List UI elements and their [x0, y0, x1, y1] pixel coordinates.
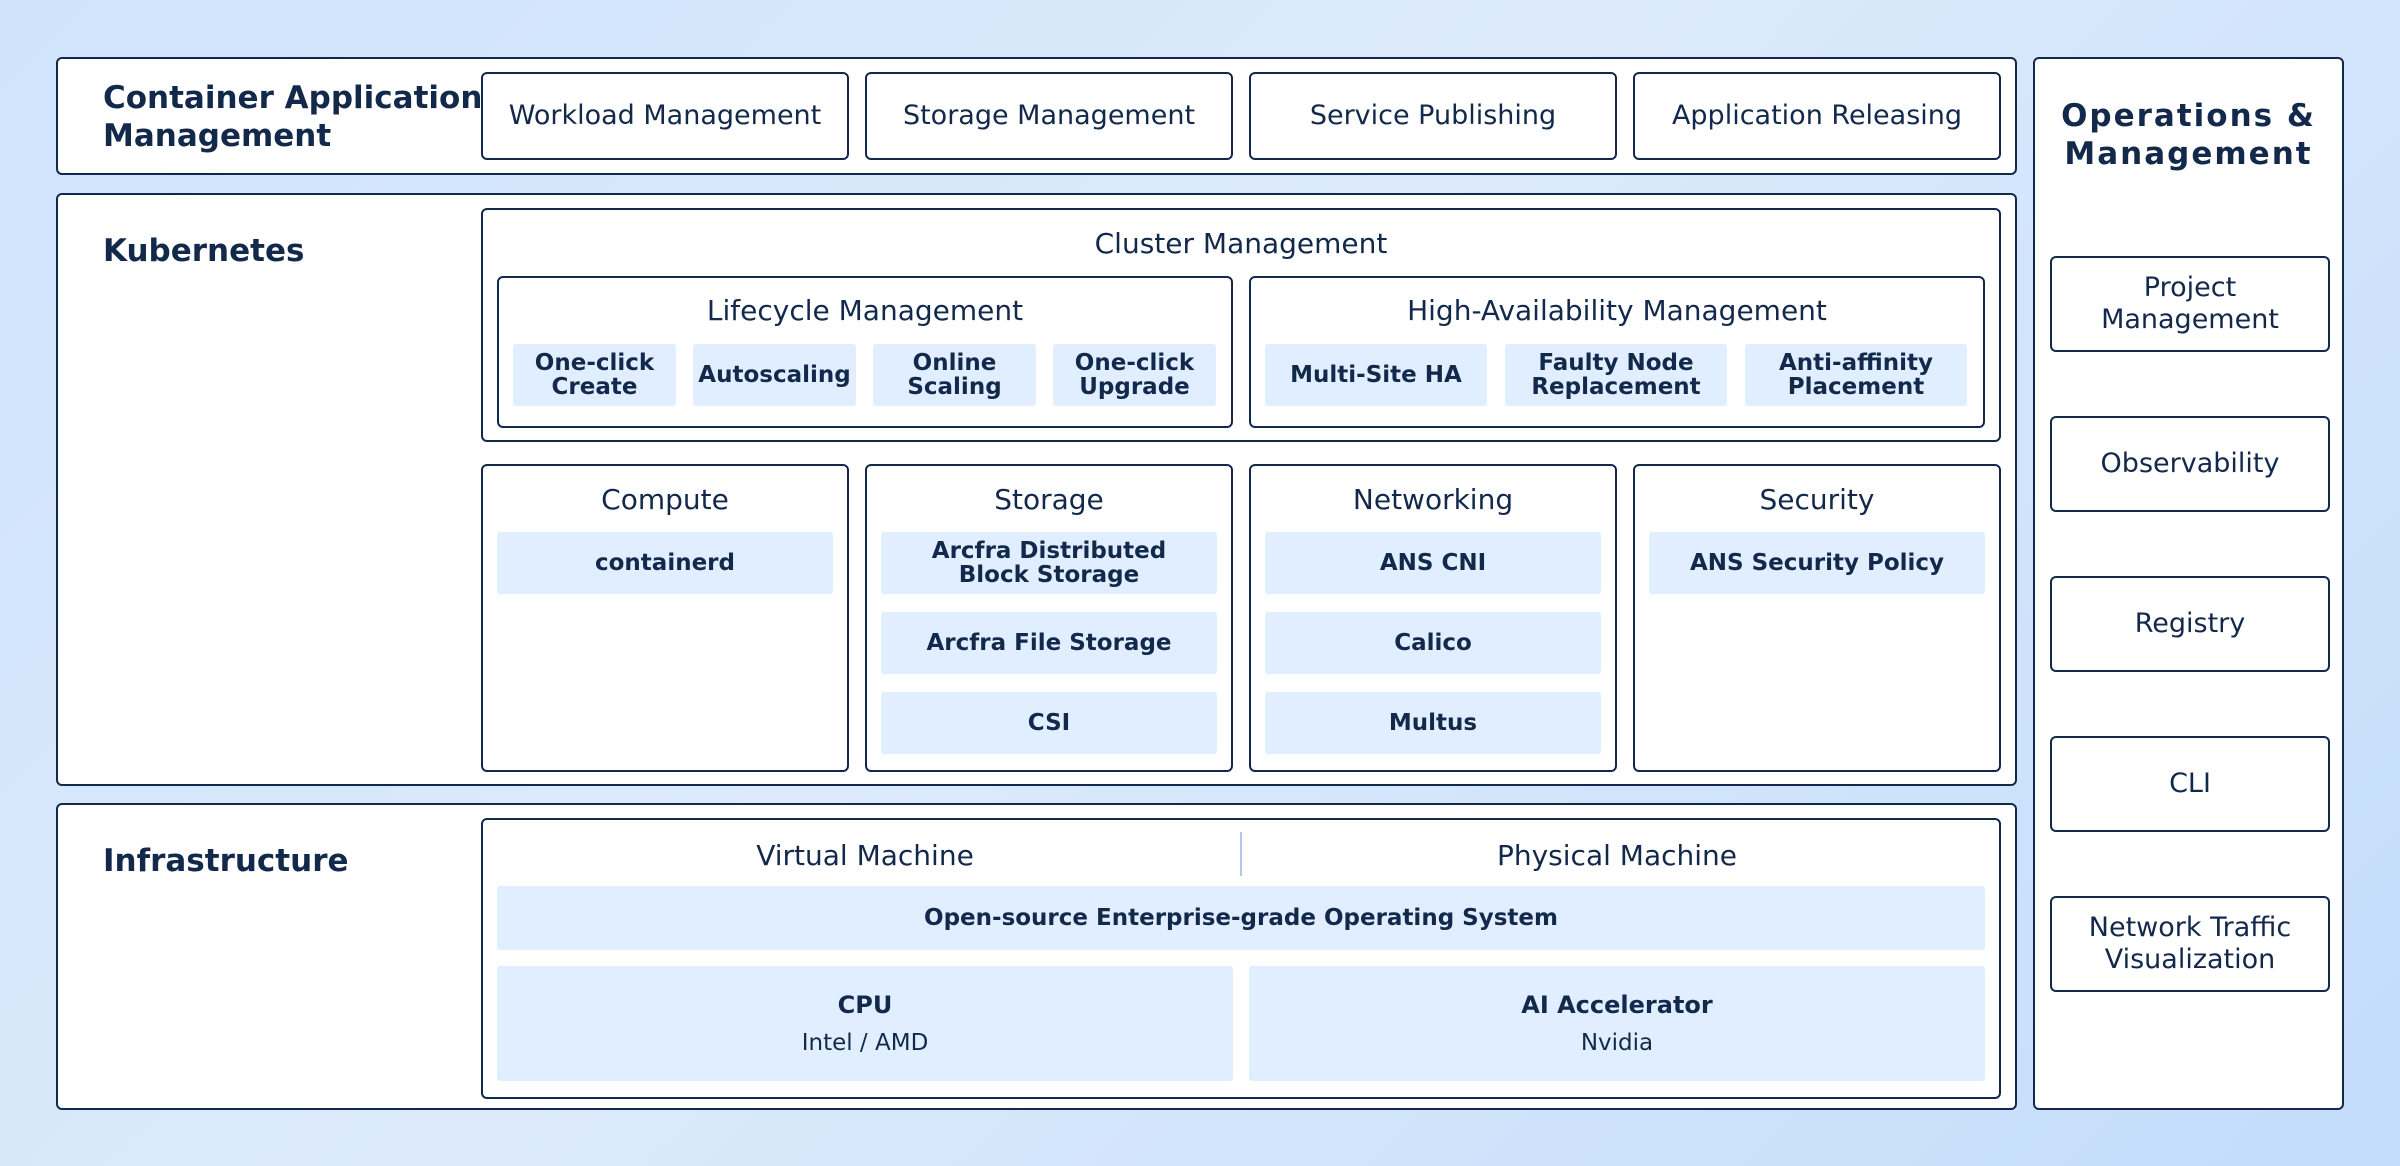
- ha-management-box: High-Availability Management Multi-Site …: [1249, 276, 1985, 428]
- multi-site-ha-chip: Multi-Site HA: [1265, 344, 1487, 406]
- kubernetes-title: Kubernetes: [103, 233, 305, 269]
- ans-cni-chip: ANS CNI: [1265, 532, 1601, 594]
- cli-box[interactable]: CLI: [2050, 736, 2330, 832]
- multus-chip: Multus: [1265, 692, 1601, 754]
- one-click-upgrade-chip: One-click Upgrade: [1053, 344, 1216, 406]
- one-click-create-chip: One-click Create: [513, 344, 676, 406]
- operating-system-chip: Open-source Enterprise-grade Operating S…: [497, 886, 1985, 950]
- ha-management-title: High-Availability Management: [1407, 294, 1827, 327]
- compute-box: Compute containerd: [481, 464, 849, 772]
- infrastructure-box: Virtual Machine Physical Machine Open-so…: [481, 818, 2001, 1099]
- autoscaling-chip: Autoscaling: [693, 344, 856, 406]
- physical-machine-label: Physical Machine: [1496, 839, 1737, 872]
- cluster-management-title: Cluster Management: [1094, 227, 1388, 260]
- security-title: Security: [1759, 483, 1875, 516]
- faulty-node-replacement-chip: Faulty Node Replacement: [1505, 344, 1727, 406]
- app-management-title: Container Application Management: [103, 80, 483, 154]
- calico-chip: Calico: [1265, 612, 1601, 674]
- ai-accelerator-chip: AI Accelerator Nvidia: [1249, 966, 1985, 1081]
- storage-title: Storage: [994, 483, 1104, 516]
- infrastructure-title: Infrastructure: [103, 843, 349, 879]
- networking-box: Networking ANS CNI Calico Multus: [1249, 464, 1617, 772]
- lifecycle-management-box: Lifecycle Management One-click Create Au…: [497, 276, 1233, 428]
- observability-box[interactable]: Observability: [2050, 416, 2330, 512]
- anti-affinity-placement-chip: Anti-affinity Placement: [1745, 344, 1967, 406]
- registry-box[interactable]: Registry: [2050, 576, 2330, 672]
- app-management-panel: Container Application Management Workloa…: [56, 57, 2017, 175]
- ans-security-policy-chip: ANS Security Policy: [1649, 532, 1985, 594]
- project-management-box[interactable]: Project Management: [2050, 256, 2330, 352]
- cpu-vendors: Intel / AMD: [801, 1029, 929, 1056]
- containerd-chip: containerd: [497, 532, 833, 594]
- kubernetes-panel: Kubernetes Cluster Management Lifecycle …: [56, 193, 2017, 786]
- file-storage-chip: Arcfra File Storage: [881, 612, 1217, 674]
- storage-box: Storage Arcfra Distributed Block Storage…: [865, 464, 1233, 772]
- storage-management-box[interactable]: Storage Management: [865, 72, 1233, 160]
- vm-pm-divider: [1240, 832, 1242, 876]
- ai-accelerator-vendor: Nvidia: [1580, 1029, 1654, 1056]
- infrastructure-panel: Infrastructure Virtual Machine Physical …: [56, 803, 2017, 1110]
- compute-title: Compute: [601, 483, 729, 516]
- workload-management-box[interactable]: Workload Management: [481, 72, 849, 160]
- operations-title: Operations & Management: [2061, 98, 2316, 172]
- application-releasing-box[interactable]: Application Releasing: [1633, 72, 2001, 160]
- online-scaling-chip: Online Scaling: [873, 344, 1036, 406]
- ai-accelerator-title: AI Accelerator: [1521, 990, 1713, 1019]
- cluster-management-box: Cluster Management Lifecycle Management …: [481, 208, 2001, 442]
- virtual-machine-label: Virtual Machine: [756, 839, 974, 872]
- service-publishing-box[interactable]: Service Publishing: [1249, 72, 1617, 160]
- cpu-chip: CPU Intel / AMD: [497, 966, 1233, 1081]
- csi-chip: CSI: [881, 692, 1217, 754]
- cpu-title: CPU: [837, 990, 893, 1019]
- security-box: Security ANS Security Policy: [1633, 464, 2001, 772]
- networking-title: Networking: [1352, 483, 1514, 516]
- network-traffic-visualization-box[interactable]: Network Traffic Visualization: [2050, 896, 2330, 992]
- operations-panel: Operations & Management Project Manageme…: [2033, 57, 2344, 1110]
- lifecycle-management-title: Lifecycle Management: [706, 294, 1024, 327]
- distributed-block-storage-chip: Arcfra Distributed Block Storage: [881, 532, 1217, 594]
